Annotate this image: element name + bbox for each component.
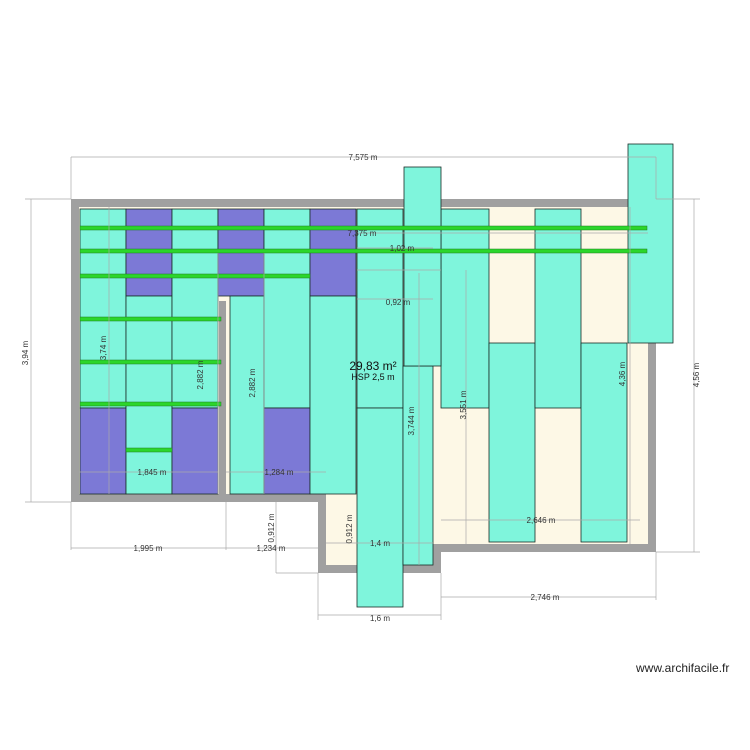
panel-blue	[263, 407, 311, 495]
panel	[263, 208, 311, 409]
panel	[171, 208, 219, 409]
dim-left-inner-height: 3,74 m	[99, 335, 108, 360]
dim-notch-0-912: 0,912 m	[345, 514, 354, 543]
dim-0-92: 0,92 m	[386, 298, 411, 307]
watermark: www.archifacile.fr	[636, 661, 730, 675]
panel-blue	[79, 407, 127, 495]
panel	[402, 365, 434, 566]
dim-outer-0-912: 0,912 m	[267, 513, 276, 542]
panel	[440, 208, 490, 409]
dim-bottom-1-4: 1,4 m	[370, 539, 390, 548]
panel-blue	[171, 407, 219, 495]
panel	[627, 143, 674, 344]
panel	[79, 208, 127, 409]
room-area: 29,83 m²	[349, 359, 396, 373]
panels	[79, 143, 674, 608]
rail	[79, 316, 222, 322]
panel	[403, 166, 442, 367]
labels: 7,575 m 7,375 m 1,02 m 0,92 m 29,83 m² H…	[21, 153, 701, 623]
dim-outer-1-6: 1,6 m	[370, 614, 390, 623]
dim-col-2-882-a: 2,882 m	[196, 360, 205, 389]
dim-col-3-744: 3,744 m	[407, 406, 416, 435]
dim-col-2-882-b: 2,882 m	[248, 368, 257, 397]
dim-col-3-551: 3,551 m	[459, 390, 468, 419]
dim-outer-1-234: 1,234 m	[257, 544, 286, 553]
dim-overall-width: 7,575 m	[349, 153, 378, 162]
panel	[534, 208, 582, 409]
panel	[309, 295, 357, 495]
dimension-lines	[25, 156, 700, 620]
panel	[125, 295, 173, 495]
room-height: HSP 2,5 m	[351, 372, 394, 382]
dim-bottom-1-845: 1,845 m	[138, 468, 167, 477]
dim-1-02: 1,02 m	[390, 244, 415, 253]
rail	[79, 225, 648, 231]
rail	[79, 273, 311, 279]
panel	[229, 295, 265, 495]
dim-bottom-2-646: 2,646 m	[527, 516, 556, 525]
dim-left-height: 3,94 m	[21, 340, 30, 365]
rails	[79, 225, 648, 453]
panel	[580, 342, 628, 543]
rail	[79, 359, 222, 365]
dim-outer-1-995: 1,995 m	[134, 544, 163, 553]
panel	[356, 407, 404, 608]
rail	[79, 248, 648, 254]
dim-bottom-1-284: 1,284 m	[265, 468, 294, 477]
rail	[79, 401, 222, 407]
dim-col-4-36: 4,36 m	[618, 361, 627, 386]
rail	[125, 447, 173, 453]
panel	[488, 342, 536, 543]
dim-inner-width: 7,375 m	[348, 229, 377, 238]
panel	[356, 208, 404, 409]
dim-outer-2-746: 2,746 m	[531, 593, 560, 602]
dim-right-height: 4,56 m	[692, 362, 701, 387]
